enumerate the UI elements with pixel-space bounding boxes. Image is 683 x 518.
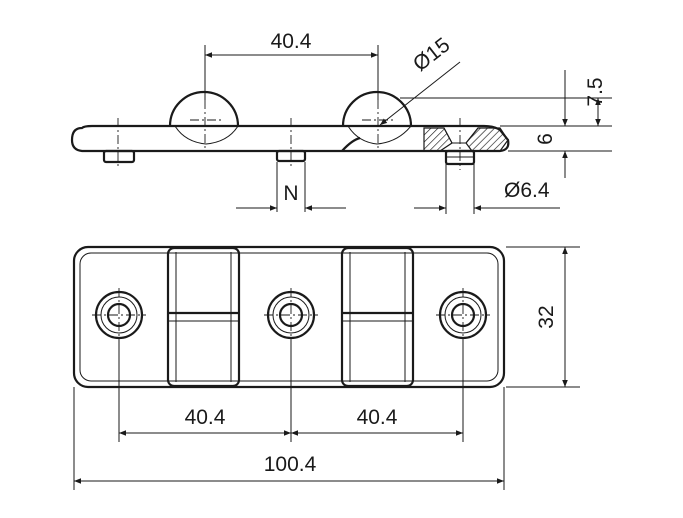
hole-left bbox=[92, 288, 146, 342]
dim-sphere-diameter: Ø15 bbox=[409, 33, 454, 76]
dim-overall-length: 100.4 bbox=[264, 453, 317, 476]
top-view bbox=[72, 245, 506, 389]
top-dimensions: 32 40.4 40.4 100.4 bbox=[73, 246, 580, 490]
hole-right bbox=[436, 288, 490, 342]
dim-height-total: 7.5 bbox=[584, 77, 607, 106]
side-view bbox=[70, 90, 510, 170]
dim-hole-diameter: Ø6.4 bbox=[504, 179, 550, 202]
section-hatch-right bbox=[465, 127, 509, 152]
side-plate-outline bbox=[70, 124, 510, 153]
dim-plate-thickness: 6 bbox=[534, 133, 557, 145]
section-hatch-left bbox=[423, 127, 453, 152]
dim-width: 32 bbox=[535, 305, 558, 328]
foot-left bbox=[102, 149, 136, 164]
dim-top-pitch: 40.4 bbox=[271, 30, 312, 53]
side-sphere-left bbox=[168, 90, 240, 127]
dim-pitch-right: 40.4 bbox=[357, 406, 398, 429]
hinge-block-right bbox=[340, 246, 415, 388]
dim-pitch-left: 40.4 bbox=[185, 406, 226, 429]
hole-middle bbox=[264, 288, 318, 342]
side-sphere-right bbox=[341, 90, 413, 127]
dim-thread-label: N bbox=[283, 182, 298, 205]
side-dimensions: 40.4 Ø15 7.5 6 N Ø6.4 bbox=[204, 30, 612, 214]
hinge-block-left bbox=[166, 246, 241, 388]
top-plate-outline bbox=[72, 245, 506, 389]
